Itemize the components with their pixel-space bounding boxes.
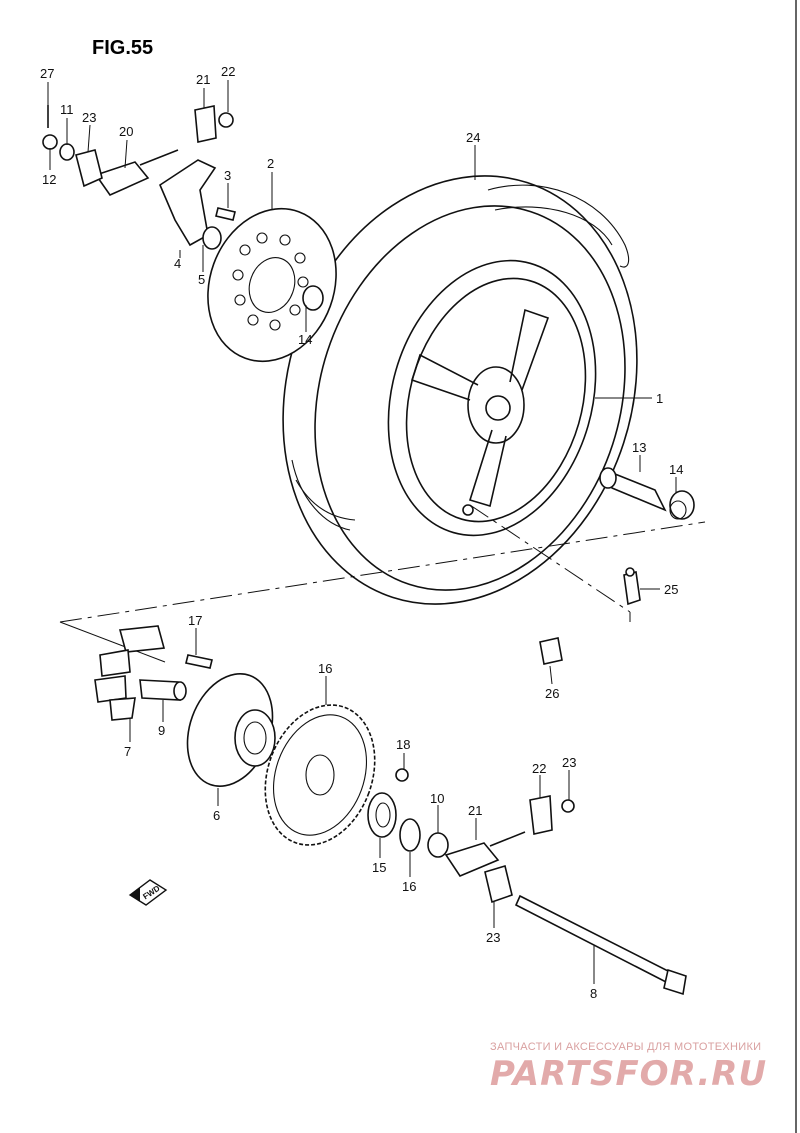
tire-valve: [623, 567, 641, 606]
adjuster-nut-left: [218, 112, 234, 128]
callout-21b: 22: [532, 761, 546, 776]
rear-sprocket: [264, 704, 376, 846]
wheel-bearing-right: [669, 490, 695, 520]
callout-14b: 14: [669, 462, 683, 477]
adjuster-plate-left: [75, 149, 103, 188]
callout-10: 10: [430, 791, 444, 806]
callout-labels: 27 11 12 23 20 21 22 3 2 4 5 14 24 1 13 …: [40, 64, 683, 1001]
callout-20a: 20: [119, 124, 133, 139]
adjuster-stopper-left: [194, 105, 217, 143]
callout-22b: 23: [562, 755, 576, 770]
adjuster-stopper-right: [529, 795, 553, 835]
sprocket-nut: [395, 768, 409, 782]
wheel-damper: [94, 625, 166, 721]
callout-27: 27: [40, 66, 54, 81]
callout-4: 4: [174, 256, 181, 271]
callout-25: 25: [664, 582, 678, 597]
rear-wheel-rim: [387, 259, 597, 537]
callout-23a: 23: [82, 110, 96, 125]
chain-clip: [539, 637, 563, 665]
callout-21a: 21: [196, 72, 210, 87]
callout-1: 1: [656, 391, 663, 406]
explode-lines: [59, 504, 706, 663]
callout-22a: 22: [221, 64, 235, 79]
callout-26: 26: [545, 686, 559, 701]
disc-spacer: [302, 285, 324, 311]
callout-2: 2: [267, 156, 274, 171]
adjuster-nut-right: [561, 799, 575, 813]
sprocket-spacer: [139, 679, 187, 701]
sprocket-bolt: [185, 654, 213, 669]
rear-axle: [514, 894, 687, 996]
chain-adjuster-right: [444, 831, 526, 877]
axle-nut-left: [42, 134, 58, 150]
callout-13: 13: [632, 440, 646, 455]
washer-left: [59, 143, 75, 161]
axle-sleeve: [599, 467, 667, 512]
callout-23b: 23: [486, 930, 500, 945]
oil-seal: [399, 818, 421, 852]
callout-7: 7: [124, 744, 131, 759]
callout-20b: 21: [468, 803, 482, 818]
sprocket-drum: [186, 673, 276, 787]
callout-12: 12: [42, 172, 56, 187]
callout-18: 17: [188, 613, 202, 628]
disc-bolt: [215, 207, 236, 221]
watermark-logo: PARTSFOR.RU: [490, 1054, 767, 1094]
callout-14a: 14: [298, 332, 312, 347]
caliper-bracket: [159, 159, 217, 247]
callout-15: 15: [372, 860, 386, 875]
wheel-bearing-left: [367, 792, 397, 838]
rear-tire: [282, 175, 638, 605]
chain-adjuster-left: [94, 149, 179, 197]
callout-16: 16: [402, 879, 416, 894]
callout-17: 16: [318, 661, 332, 676]
leader-lines: [47, 80, 677, 984]
watermark-tagline: ЗАПЧАСТИ И АКСЕССУАРЫ ДЛЯ МОТОТЕХНИКИ: [490, 1041, 761, 1053]
callout-19: 18: [396, 737, 410, 752]
brake-disc: [207, 207, 337, 363]
callout-24: 24: [466, 130, 480, 145]
callout-8: 8: [590, 986, 597, 1001]
callout-9: 9: [158, 723, 165, 738]
callout-6: 6: [213, 808, 220, 823]
callout-3: 3: [224, 168, 231, 183]
callout-5: 5: [198, 272, 205, 287]
axle-spacer: [427, 832, 449, 858]
figure-title: FIG.55: [92, 37, 153, 59]
bracket-spacer: [202, 226, 222, 250]
fwd-arrow-icon: FWD: [128, 879, 168, 906]
callout-11: 11: [60, 102, 74, 117]
adjuster-plate-right: [484, 864, 513, 904]
